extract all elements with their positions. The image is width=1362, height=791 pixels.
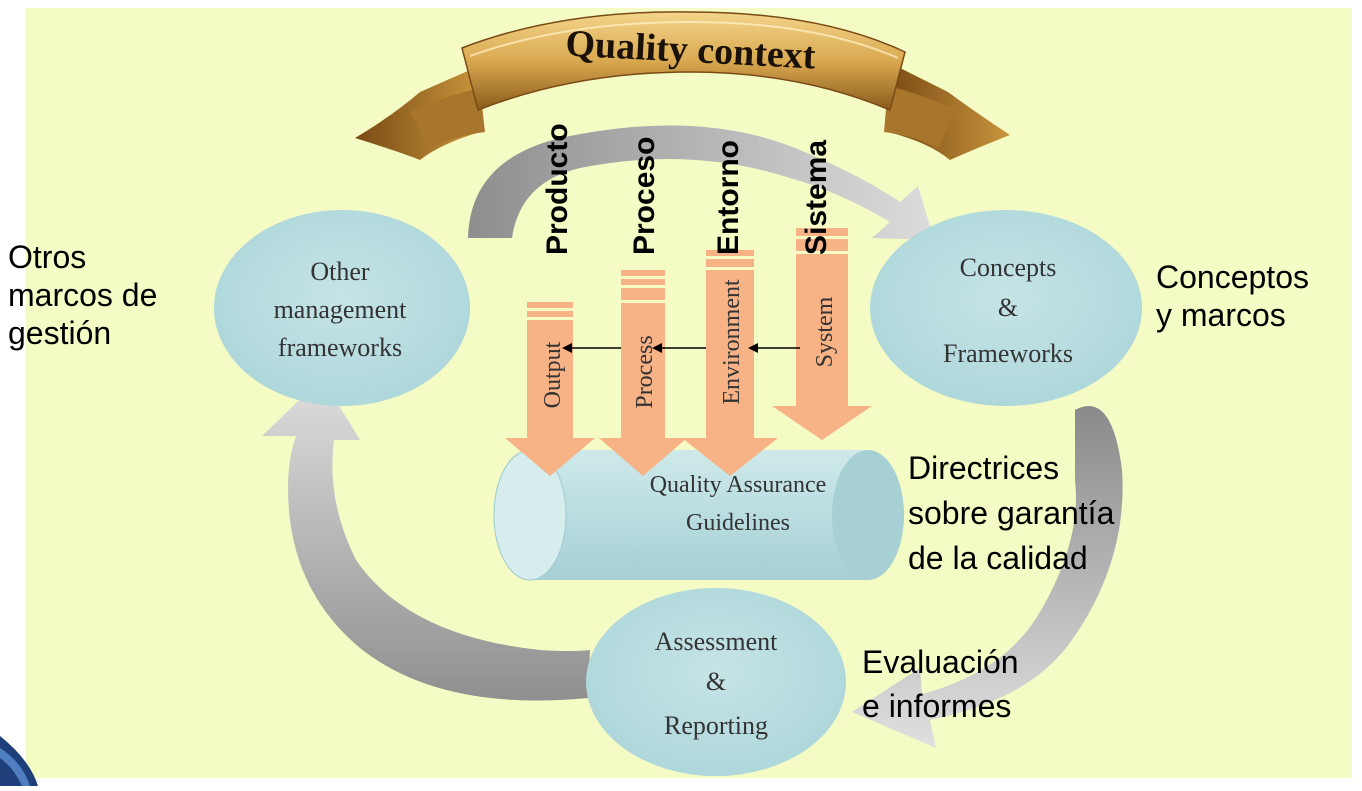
process-arrow: [599, 270, 687, 476]
annotation-directrices-line1: Directrices: [908, 450, 1060, 486]
circle-concepts-frameworks: [870, 210, 1142, 406]
cycle-arrow-left: [262, 378, 590, 701]
other-line3: frameworks: [278, 333, 402, 362]
annotation-evaluacion-line1: Evaluación: [862, 644, 1019, 680]
annotation-directrices: Directrices sobre garantía de la calidad: [908, 446, 1114, 581]
connector-arrows: [562, 343, 800, 353]
output-arrow: [505, 302, 595, 476]
cylinder-line1: Quality Assurance: [650, 472, 827, 498]
sistema-label: Sistema: [800, 140, 833, 255]
annotation-evaluacion: Evaluación e informes: [862, 640, 1019, 728]
output-label: Output: [540, 341, 566, 408]
system-arrow: [772, 228, 872, 440]
quality-assurance-cylinder: [493, 449, 904, 581]
annotation-otros-line3: gestión: [8, 315, 112, 351]
concepts-line1: Concepts: [960, 253, 1057, 282]
producto-label: Producto: [541, 123, 574, 255]
assessment-line2: &: [706, 667, 726, 696]
entorno-label: Entorno: [712, 140, 745, 255]
concepts-line3: Frameworks: [943, 339, 1073, 368]
annotation-evaluacion-line2: e informes: [862, 688, 1012, 724]
annotation-directrices-line3: de la calidad: [908, 540, 1088, 576]
annotation-conceptos-line1: Conceptos: [1156, 259, 1309, 295]
other-line2: management: [274, 295, 408, 324]
annotation-otros: Otros marcos de gestión: [8, 238, 157, 352]
assessment-line1: Assessment: [655, 627, 779, 656]
concepts-line2: &: [998, 293, 1018, 322]
cycle-arrow-top: [468, 125, 934, 240]
system-label: System: [812, 296, 838, 367]
cylinder-line2: Guidelines: [686, 510, 790, 536]
corner-swoosh-icon: [0, 736, 38, 786]
circle-assessment-reporting: [586, 588, 846, 776]
process-label: Process: [632, 335, 658, 408]
environment-arrow: [682, 250, 778, 476]
annotation-otros-line1: Otros: [8, 239, 87, 275]
proceso-label: Proceso: [628, 137, 661, 255]
assessment-line3: Reporting: [664, 711, 768, 740]
environment-label: Environment: [719, 279, 745, 405]
quality-context-ribbon: Quality context: [355, 11, 1010, 160]
annotation-directrices-line2: sobre garantía: [908, 495, 1115, 531]
annotation-conceptos: Conceptos y marcos: [1156, 258, 1309, 334]
corner-swoosh-highlight: [0, 748, 30, 786]
annotation-otros-line2: marcos de: [8, 277, 158, 313]
circle-other-frameworks: [214, 210, 470, 406]
annotation-conceptos-line2: y marcos: [1156, 297, 1286, 333]
cycle-arrow-right: [852, 406, 1123, 748]
other-line1: Other: [310, 257, 370, 286]
